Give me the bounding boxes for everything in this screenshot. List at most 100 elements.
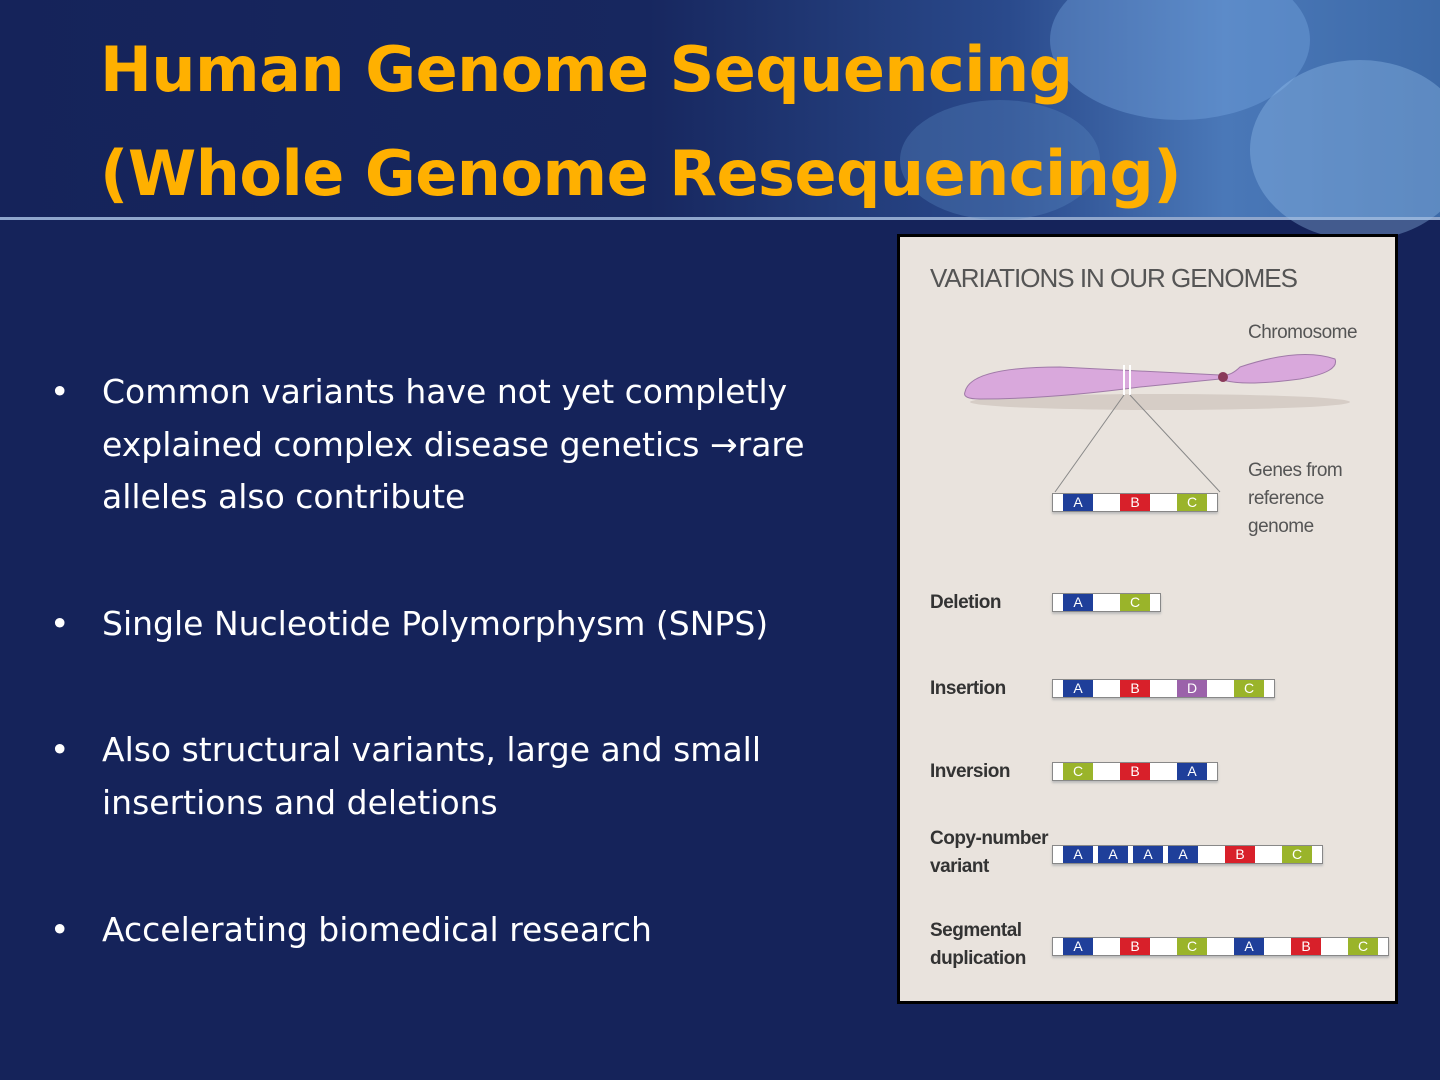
label-line: duplication <box>930 948 1026 969</box>
gene-c: C <box>1177 938 1207 955</box>
spacer <box>1378 938 1388 955</box>
spacer <box>1093 846 1098 863</box>
bullet-icon: • <box>50 910 70 949</box>
bullet-icon: • <box>50 372 70 411</box>
bullet-icon: • <box>50 604 70 643</box>
spacer <box>1128 846 1133 863</box>
gene-b: B <box>1291 938 1321 955</box>
gene-b: B <box>1225 846 1255 863</box>
gene-a: A <box>1133 846 1163 863</box>
spacer <box>1264 938 1291 955</box>
bullet-item: • Single Nucleotide Polymorphysm (SNPS) <box>50 598 768 651</box>
variation-label: Inversion <box>930 758 1010 786</box>
bullet-line: insertions and deletions <box>102 782 498 822</box>
spacer <box>1321 938 1348 955</box>
gene-a: A <box>1063 594 1093 611</box>
variation-label: Copy-number variant <box>930 825 1049 881</box>
spacer <box>1150 494 1177 511</box>
spacer <box>1198 846 1225 863</box>
gene-b: B <box>1120 938 1150 955</box>
gene-a: A <box>1063 494 1093 511</box>
gene-a: A <box>1168 846 1198 863</box>
spacer <box>1053 594 1063 611</box>
spacer <box>1255 846 1282 863</box>
gene-b: B <box>1120 494 1150 511</box>
spacer <box>1163 846 1168 863</box>
spacer <box>1150 763 1177 780</box>
gene-a: A <box>1063 680 1093 697</box>
bullet-line: Common variants have not yet completly <box>102 372 788 411</box>
bullet-line: Single Nucleotide Polymorphysm (SNPS) <box>102 604 769 643</box>
gene-c: C <box>1282 846 1312 863</box>
variation-label: Insertion <box>930 675 1006 703</box>
reference-gene-strip: A B C <box>1052 493 1218 512</box>
reference-genome-label: Genes from reference genome <box>1248 457 1343 541</box>
title-line-2: (Whole Genome Resequencing) <box>100 137 1182 210</box>
bullet-icon: • <box>50 730 70 769</box>
spacer <box>1053 494 1063 511</box>
decorative-pill-shape <box>1250 60 1440 240</box>
gene-c: C <box>1063 763 1093 780</box>
gene-c: C <box>1348 938 1378 955</box>
spacer <box>1093 594 1120 611</box>
bullet-line: Accelerating biomedical research <box>102 910 652 949</box>
label-line: Insertion <box>930 678 1006 699</box>
genome-variations-figure: VARIATIONS IN OUR GENOMES Chromosome Gen… <box>897 234 1398 1004</box>
spacer <box>1093 938 1120 955</box>
spacer <box>1150 680 1177 697</box>
spacer <box>1093 763 1120 780</box>
gene-a: A <box>1063 846 1093 863</box>
label-line: Inversion <box>930 761 1010 782</box>
spacer <box>1264 680 1274 697</box>
spacer <box>1207 763 1217 780</box>
bullet-line: alleles also contribute <box>102 477 466 516</box>
decorative-pill-shape <box>900 100 1100 220</box>
gene-a: A <box>1177 763 1207 780</box>
spacer <box>1207 680 1234 697</box>
variation-label: Deletion <box>930 589 1001 617</box>
label-line: reference <box>1248 488 1324 509</box>
bullet-item: • Accelerating biomedical research <box>50 904 652 957</box>
bullet-item: • Also structural variants, large and sm… <box>50 724 761 829</box>
label-line: Genes from <box>1248 460 1343 481</box>
gene-a: A <box>1063 938 1093 955</box>
spacer <box>1207 494 1217 511</box>
label-line: Deletion <box>930 592 1001 613</box>
label-line: Copy-number <box>930 828 1049 849</box>
gene-a: A <box>1234 938 1264 955</box>
spacer <box>1312 846 1322 863</box>
slide-title: Human Genome Sequencing (Whole Genome Re… <box>100 18 1182 226</box>
spacer <box>1093 680 1120 697</box>
spacer <box>1093 494 1120 511</box>
gene-b: B <box>1120 680 1150 697</box>
gene-d: D <box>1177 680 1207 697</box>
spacer <box>1053 680 1063 697</box>
label-line: variant <box>930 856 989 877</box>
chromosome-label: Chromosome <box>1248 322 1358 343</box>
gene-b: B <box>1120 763 1150 780</box>
spacer <box>1150 594 1160 611</box>
variation-label: Segmental duplication <box>930 917 1026 973</box>
gene-c: C <box>1177 494 1207 511</box>
spacer <box>1053 846 1063 863</box>
gene-c: C <box>1120 594 1150 611</box>
gene-c: C <box>1234 680 1264 697</box>
title-line-1: Human Genome Sequencing <box>100 33 1073 106</box>
spacer <box>1207 938 1234 955</box>
chromosome-illustration <box>964 354 1350 493</box>
header-banner <box>0 0 1440 240</box>
spacer <box>1150 938 1177 955</box>
label-line: genome <box>1248 516 1314 537</box>
label-line: Segmental <box>930 920 1022 941</box>
bullet-line: Also structural variants, large and smal… <box>102 730 762 769</box>
spacer <box>1053 763 1063 780</box>
gene-a: A <box>1098 846 1128 863</box>
figure-title: VARIATIONS IN OUR GENOMES <box>930 263 1298 293</box>
bullet-item: • Common variants have not yet completly… <box>50 366 805 524</box>
bullet-line: explained complex disease genetics →rare <box>102 424 805 464</box>
